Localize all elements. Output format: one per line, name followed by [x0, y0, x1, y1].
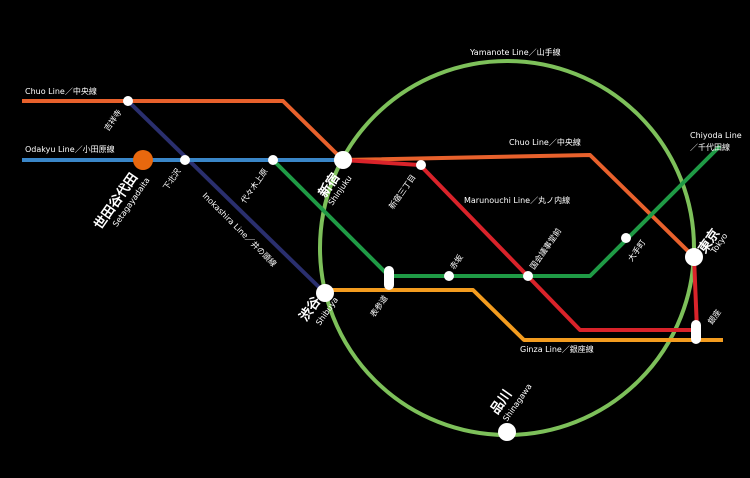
- ginza-line-label: Ginza Line／銀座線: [520, 344, 594, 354]
- inokashira-line-route: [126, 99, 327, 295]
- ginza-line-route: [325, 288, 723, 342]
- chiyoda-line-label-2: ／千代田線: [690, 142, 730, 152]
- chuo-line-label-east: Chuo Line／中央線: [509, 137, 581, 147]
- kokkai-gijidomae-label: 国会議事堂前: [527, 226, 563, 271]
- marunouchi-line-route: [342, 158, 699, 332]
- akasaka-label: 赤坂: [447, 252, 464, 271]
- station-omotesando[interactable]: [384, 266, 394, 290]
- station-shinjuku[interactable]: [334, 151, 352, 169]
- yamanote-line-label: Yamanote Line／山手線: [469, 47, 561, 57]
- yoyogiuehara-label: 代々木上原: [239, 166, 270, 205]
- station-shinagawa[interactable]: [498, 423, 516, 441]
- station-setagayadaita[interactable]: [133, 150, 153, 170]
- marunouchi-line-label: Marunouchi Line／丸ノ内線: [464, 195, 570, 205]
- station-ginza[interactable]: [691, 320, 701, 344]
- station-akasaka[interactable]: [444, 271, 454, 281]
- station-tokyo[interactable]: [685, 248, 703, 266]
- shinjuku-sanchome-label: 新宿三丁目: [387, 172, 418, 211]
- omotesando-label: 表参道: [368, 293, 390, 318]
- odakyu-line-label: Odakyu Line／小田原線: [25, 144, 115, 154]
- station-shibuya[interactable]: [316, 284, 334, 302]
- station-kokkai-gijidomae[interactable]: [523, 271, 533, 281]
- chiyoda-line-label-1: Chiyoda Line: [690, 131, 742, 140]
- station-kichijoji[interactable]: [123, 96, 133, 106]
- chuo-line-label-west: Chuo Line／中央線: [25, 86, 97, 96]
- station-yoyogiuehara[interactable]: [268, 155, 278, 165]
- ginza-station-label: 銀座: [705, 307, 722, 326]
- station-shimokitazawa[interactable]: [180, 155, 190, 165]
- chiyoda-line-route: [271, 144, 722, 278]
- shimokitazawa-label: 下北沢: [162, 167, 183, 192]
- station-otemachi[interactable]: [621, 233, 631, 243]
- station-shinjuku-sanchome[interactable]: [416, 160, 426, 170]
- kichijoji-label: 吉祥寺: [102, 107, 124, 132]
- inokashira-line-label: Inokashira Line／井の頭線: [201, 190, 279, 268]
